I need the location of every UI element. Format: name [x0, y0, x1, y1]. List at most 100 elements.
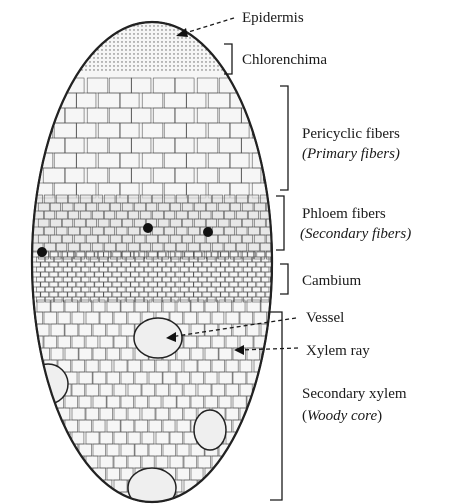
tissue-cell — [272, 227, 283, 235]
tissue-cell — [247, 444, 259, 456]
tissue-cell — [205, 492, 217, 504]
tissue-cell — [30, 432, 43, 444]
tissue-cell — [275, 372, 287, 384]
tissue-cell — [240, 480, 252, 492]
tissue-cell — [279, 277, 287, 282]
label-epidermis: Epidermis — [242, 10, 304, 26]
tissue-cell — [30, 456, 43, 468]
tissue-cell — [247, 420, 260, 432]
tissue-cell — [65, 468, 78, 480]
tissue-cell — [58, 456, 70, 468]
tissue-cell — [274, 153, 296, 168]
tissue-cell — [233, 492, 246, 504]
label-xylem-ray: Xylem ray — [306, 343, 370, 359]
tissue-cell — [275, 252, 284, 257]
tissue-cell — [79, 468, 92, 480]
tissue-cell — [247, 468, 259, 480]
label-primary-fibers: (Primary fibers) — [302, 146, 400, 162]
tissue-cell — [44, 480, 57, 492]
cambium-bracket — [280, 264, 288, 294]
label-pericyclic-fibers: Pericyclic fibers — [302, 126, 400, 142]
tissue-cell — [263, 138, 285, 153]
tissue-cell — [261, 372, 273, 384]
tissue-cell — [240, 456, 253, 468]
tissue-cell — [51, 492, 63, 504]
tissue-cell — [274, 93, 296, 108]
tissue-cell — [233, 468, 246, 480]
tissue-cell — [261, 468, 273, 480]
secondary-xylem-bracket — [270, 312, 282, 500]
tissue-cell — [30, 384, 42, 396]
tissue-cell — [268, 408, 280, 420]
tissue-cell — [65, 492, 77, 504]
tissue-cell — [93, 492, 106, 504]
tissue-cell — [241, 78, 261, 93]
tissue-cell — [72, 480, 84, 492]
tissue-cell — [261, 420, 274, 432]
label-vessel: Vessel — [306, 310, 344, 326]
tissue-cell — [279, 287, 287, 292]
tissue-cell — [30, 360, 42, 372]
tissue-cell — [268, 336, 280, 348]
tissue-cell — [279, 267, 287, 272]
tissue-cell — [261, 492, 273, 504]
tissue-cell — [268, 432, 280, 444]
tissue-cell — [261, 396, 274, 408]
fiber-bundle — [143, 223, 153, 233]
tissue-cell — [37, 396, 50, 408]
tissue-cell — [254, 456, 267, 468]
tissue-cell — [279, 297, 287, 302]
tissue-cell — [37, 468, 49, 480]
tissue-cell — [268, 480, 281, 492]
tissue-cell — [44, 456, 57, 468]
tissue-cell — [268, 360, 281, 372]
tissue-cell — [219, 468, 232, 480]
tissue-cell — [37, 444, 49, 456]
tissue-cell — [30, 408, 42, 420]
epidermis-leader — [182, 18, 234, 34]
label-woody-core: (Woody core) — [302, 408, 382, 424]
tissue-cell — [275, 396, 287, 408]
tissue-cell — [279, 257, 287, 262]
label-cambium: Cambium — [302, 273, 361, 289]
phloem-bracket — [276, 196, 284, 250]
tissue-cell — [240, 432, 253, 444]
tissue-cell — [275, 492, 287, 504]
tissue-cell — [275, 420, 288, 432]
tissue-cell — [261, 444, 274, 456]
tissue-cell — [37, 492, 50, 504]
tissue-cell — [219, 492, 232, 504]
chlorenchima-bracket — [224, 44, 232, 74]
tissue-cell — [51, 444, 64, 456]
tissue-cell — [278, 251, 288, 259]
label-chlorenchima: Chlorenchima — [242, 52, 327, 68]
fiber-bundle — [203, 227, 213, 237]
tissue-cell — [252, 93, 273, 108]
tissue-cell — [212, 480, 224, 492]
label-secondary-xylem: Secondary xylem — [302, 386, 407, 402]
tissue-cell — [254, 480, 267, 492]
tissue-cell — [275, 272, 284, 277]
tissue-cell — [226, 456, 238, 468]
fiber-bundle — [37, 247, 47, 257]
tissue-cell — [79, 492, 92, 504]
tissue-cell — [254, 408, 266, 420]
pericyclic-bracket — [280, 86, 288, 190]
tissue-cell — [32, 93, 53, 108]
tissue-cell — [233, 444, 245, 456]
label-phloem-fibers: Phloem fibers — [302, 206, 386, 222]
tissue-cell — [268, 456, 280, 468]
tissue-cell — [226, 480, 238, 492]
tissue-cell — [263, 108, 285, 123]
tissue-cell — [275, 282, 284, 287]
tissue-cell — [51, 468, 63, 480]
tissue-cell — [275, 300, 288, 312]
tissue-cell — [272, 211, 283, 219]
tissue-cell — [252, 123, 273, 138]
tissue-cell — [44, 432, 56, 444]
label-secondary-fibers: (Secondary fibers) — [300, 226, 411, 242]
vessel-right — [194, 410, 226, 450]
tissue-cell — [263, 168, 285, 183]
